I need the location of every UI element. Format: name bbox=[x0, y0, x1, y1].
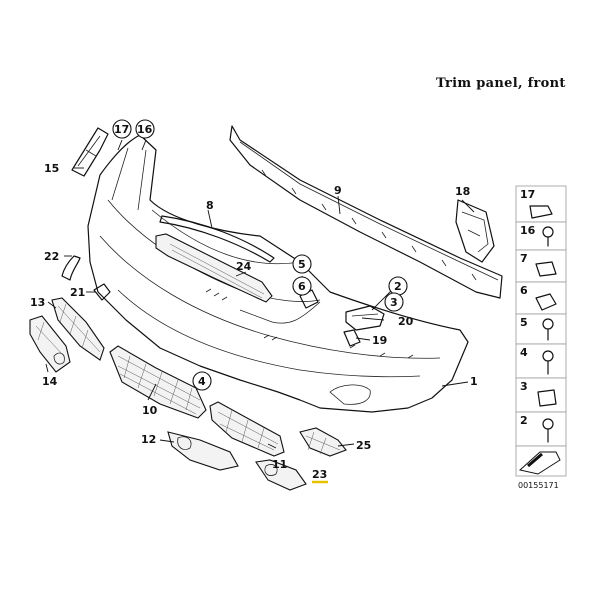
callout-13: 13 bbox=[30, 296, 45, 309]
clip-nut-icon bbox=[537, 389, 557, 407]
part-12-fog-cover[interactable] bbox=[167, 431, 239, 471]
callout-18: 18 bbox=[455, 185, 470, 198]
legend-panel: 17 16 7 6 5 4 3 2 bbox=[515, 185, 567, 477]
callout-19: 19 bbox=[372, 334, 387, 347]
diagram-title: Trim panel, front bbox=[436, 76, 566, 91]
callout-3: 3 bbox=[390, 296, 398, 309]
callout-11: 11 bbox=[272, 458, 287, 471]
part-10-center-grille[interactable] bbox=[109, 345, 207, 419]
legend-number-5: 5 bbox=[520, 316, 528, 329]
part-23-fog-cover[interactable] bbox=[255, 459, 307, 491]
legend-number-2: 2 bbox=[520, 414, 528, 427]
callout-6: 6 bbox=[298, 280, 306, 293]
part-22-hose[interactable] bbox=[61, 255, 81, 281]
part-24-upper-grille[interactable] bbox=[155, 233, 273, 303]
callout-4: 4 bbox=[198, 375, 206, 388]
part-14-left-cover[interactable] bbox=[29, 315, 71, 373]
part-21-plug[interactable] bbox=[93, 283, 111, 301]
callout-1: 1 bbox=[470, 375, 478, 388]
callout-23: 23 bbox=[312, 468, 327, 481]
part-13-left-grille[interactable] bbox=[51, 297, 105, 361]
part-8-trim-strip[interactable] bbox=[159, 215, 275, 263]
arrow-icon bbox=[518, 451, 561, 475]
callout-16: 16 bbox=[137, 123, 153, 136]
callout-17: 17 bbox=[114, 123, 129, 136]
part-11-right-grille[interactable] bbox=[209, 401, 285, 457]
callout-8: 8 bbox=[206, 199, 214, 212]
callout-21: 21 bbox=[70, 286, 85, 299]
part-19-clip[interactable] bbox=[343, 329, 361, 347]
callout-20: 20 bbox=[398, 315, 414, 328]
legend-number-17: 17 bbox=[520, 188, 535, 201]
part-20-mount[interactable] bbox=[345, 305, 385, 331]
callout-12: 12 bbox=[141, 433, 156, 446]
callout-9: 9 bbox=[334, 184, 342, 197]
legend-number-7: 7 bbox=[520, 252, 528, 265]
callout-24: 24 bbox=[236, 260, 252, 273]
legend-number-3: 3 bbox=[520, 380, 528, 393]
legend-number-4: 4 bbox=[520, 346, 528, 359]
part-15-side-bracket[interactable] bbox=[71, 127, 109, 177]
part-25-right-side-grille[interactable] bbox=[299, 427, 347, 457]
callout-25: 25 bbox=[356, 439, 371, 452]
callout-5: 5 bbox=[298, 258, 306, 271]
clip-plate-icon bbox=[535, 261, 557, 277]
callout-2: 2 bbox=[394, 280, 402, 293]
clip-nut-icon bbox=[529, 205, 553, 219]
leader-lines bbox=[45, 139, 475, 449]
callout-14: 14 bbox=[42, 375, 58, 388]
clip-nut-icon bbox=[535, 293, 557, 311]
circled-callouts: 17 16 5 6 2 3 4 bbox=[112, 119, 408, 391]
part-18-bracket[interactable] bbox=[455, 199, 495, 263]
reference-number: 00155171 bbox=[518, 481, 559, 490]
callouts: 1 8 9 18 24 10 11 12 13 14 15 19 20 21 2… bbox=[30, 162, 478, 481]
legend-number-6: 6 bbox=[520, 284, 528, 297]
part-9-carrier-strip[interactable] bbox=[229, 125, 503, 299]
callout-15: 15 bbox=[44, 162, 59, 175]
legend-number-16: 16 bbox=[520, 224, 536, 237]
callout-22: 22 bbox=[44, 250, 59, 263]
callout-10: 10 bbox=[142, 404, 158, 417]
